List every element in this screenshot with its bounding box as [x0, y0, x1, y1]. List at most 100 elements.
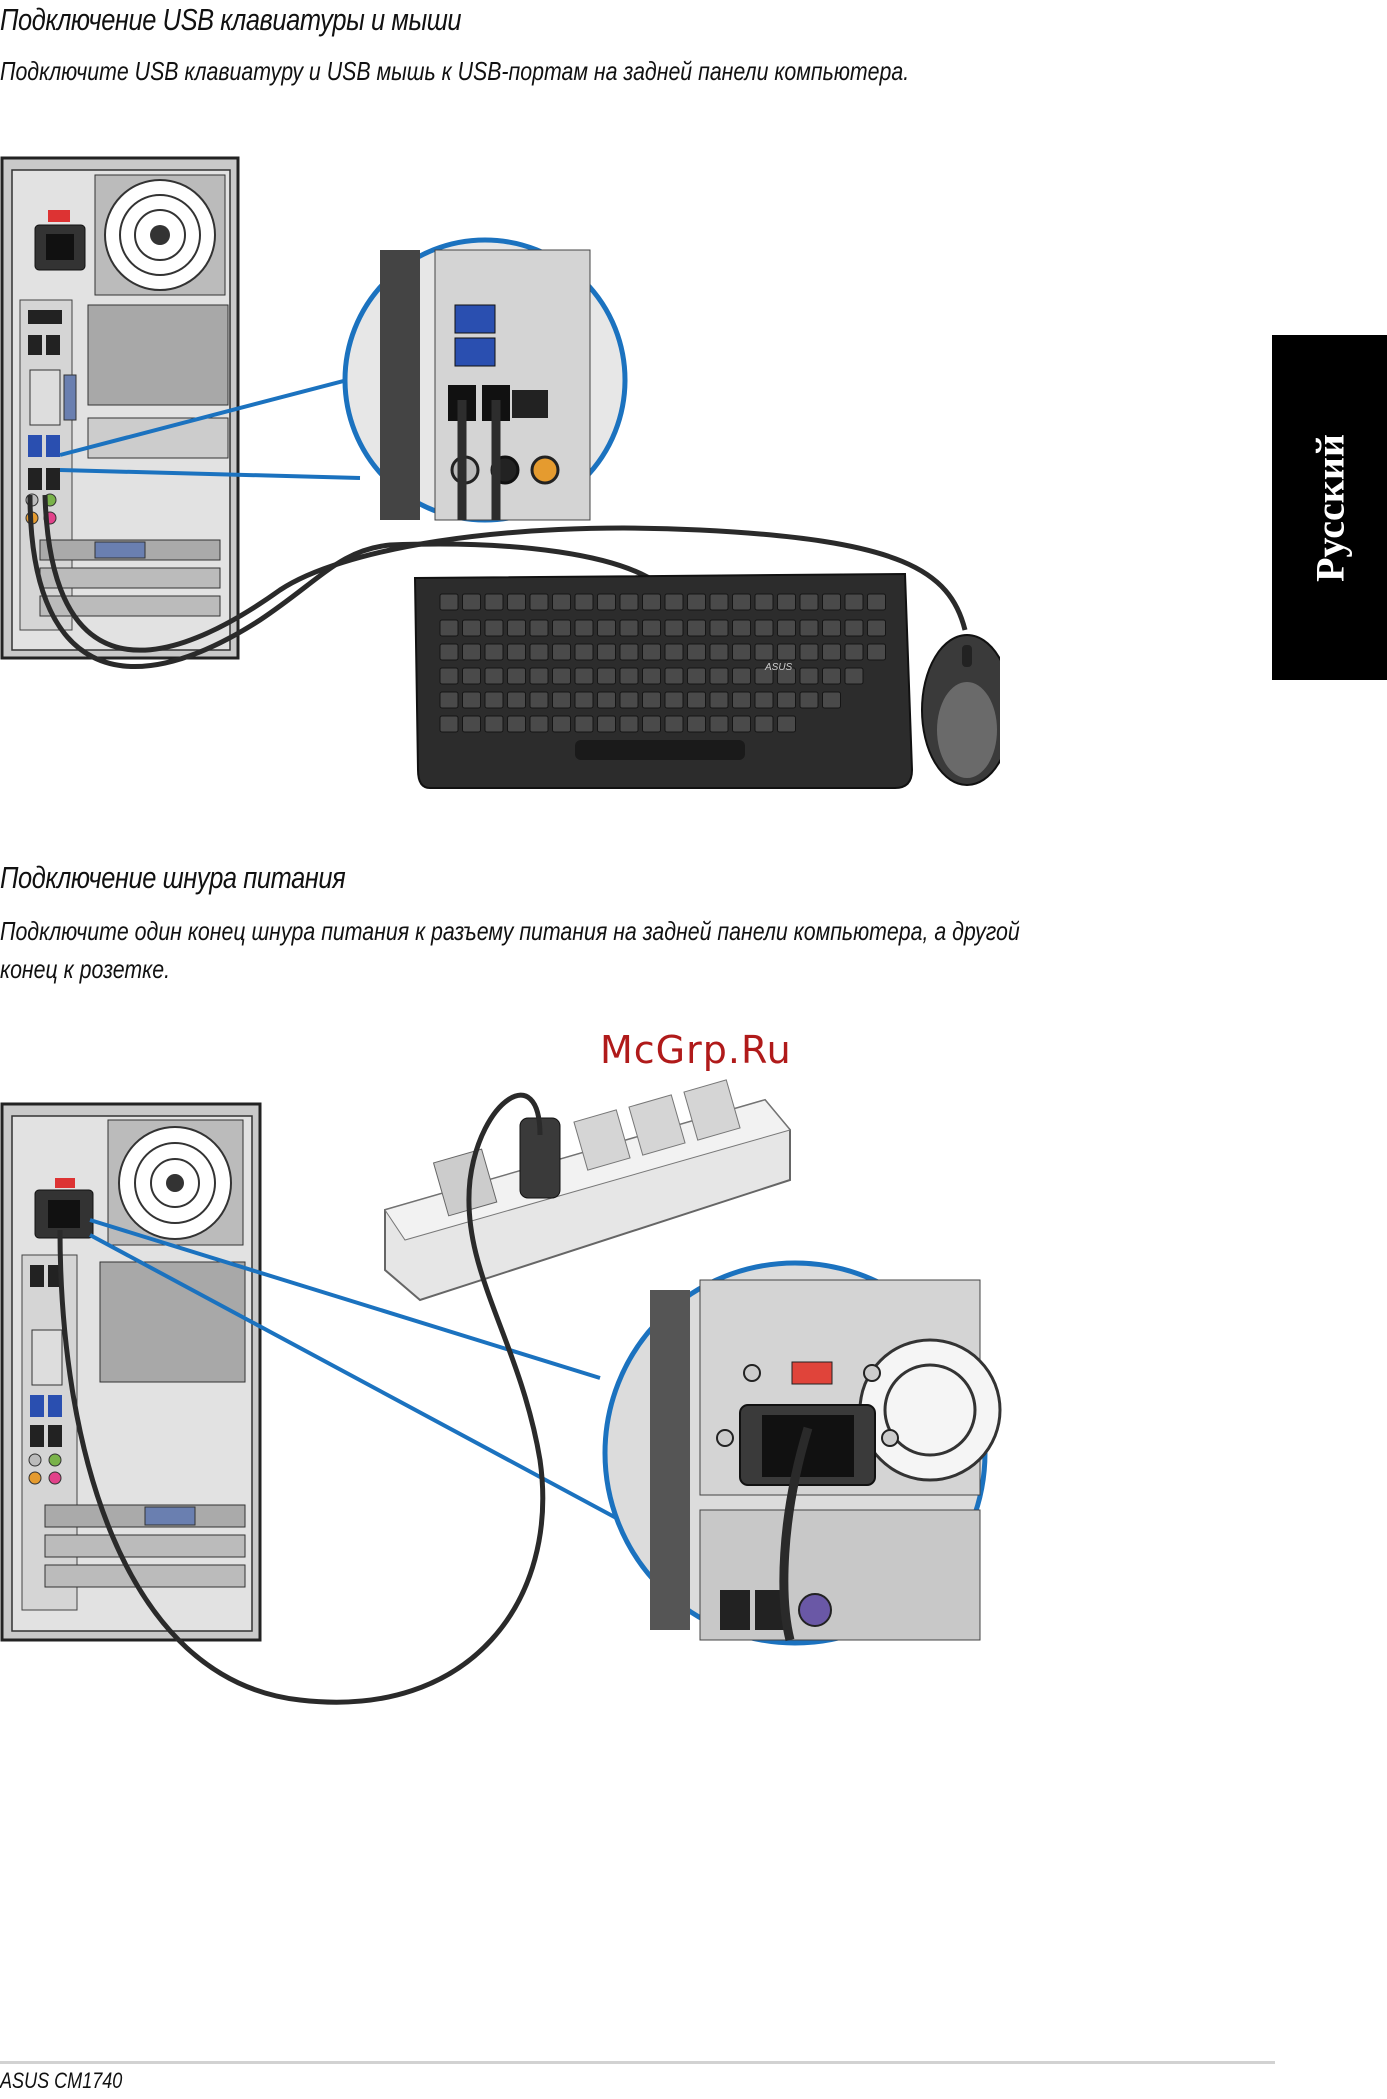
keyboard-key: [823, 692, 841, 708]
keyboard-key: [575, 668, 593, 684]
keyboard-key: [755, 692, 773, 708]
keyboard-key: [508, 594, 526, 610]
keyboard-key: [800, 644, 818, 660]
keyboard-key: [688, 594, 706, 610]
usb-port-zoom: [345, 240, 625, 520]
keyboard-key: [710, 692, 728, 708]
keyboard-key: [598, 668, 616, 684]
keyboard-key: [778, 620, 796, 636]
keyboard-key: [733, 692, 751, 708]
keyboard-key: [823, 594, 841, 610]
keyboard-key: [665, 644, 683, 660]
keyboard-key: [463, 620, 481, 636]
keyboard-key: [575, 716, 593, 732]
keyboard-key: [710, 594, 728, 610]
keyboard-key: [620, 594, 638, 610]
keyboard-key: [530, 692, 548, 708]
keyboard-key: [553, 692, 571, 708]
keyboard-key: [778, 716, 796, 732]
keyboard-key: [440, 716, 458, 732]
keyboard-key: [485, 594, 503, 610]
keyboard-key: [845, 620, 863, 636]
keyboard-key: [553, 594, 571, 610]
keyboard-key: [688, 716, 706, 732]
keyboard-key: [440, 620, 458, 636]
watermark: McGrp.Ru: [600, 1028, 792, 1072]
keyboard-key: [530, 620, 548, 636]
keyboard-key: [688, 692, 706, 708]
keyboard-key: [440, 668, 458, 684]
footer-divider: [0, 2061, 1275, 2064]
keyboard-key: [463, 668, 481, 684]
keyboard-key: [733, 716, 751, 732]
keyboard-key: [440, 594, 458, 610]
keyboard-key: [823, 620, 841, 636]
keyboard-key: [620, 716, 638, 732]
keyboard-key: [508, 620, 526, 636]
keyboard-key: [778, 692, 796, 708]
keyboard-key: [845, 644, 863, 660]
keyboard-key: [575, 594, 593, 610]
keyboard-key: [530, 594, 548, 610]
keyboard-key: [665, 594, 683, 610]
keyboard-key: [778, 644, 796, 660]
keyboard-key: [575, 692, 593, 708]
keyboard-key: [598, 644, 616, 660]
keyboard-key: [463, 692, 481, 708]
keyboard-key: [710, 644, 728, 660]
keyboard-key: [800, 692, 818, 708]
keyboard-key: [643, 692, 661, 708]
keyboard-key: [665, 668, 683, 684]
keyboard-key: [463, 644, 481, 660]
keyboard-key: [755, 594, 773, 610]
keyboard-key: [598, 620, 616, 636]
keyboard-key: [530, 716, 548, 732]
keyboard-key: [688, 668, 706, 684]
keyboard-key: [710, 668, 728, 684]
keyboard-key: [778, 594, 796, 610]
power-connection-illustration: [0, 1040, 1100, 1740]
keyboard-key: [643, 668, 661, 684]
keyboard-key: [620, 644, 638, 660]
keyboard-key: [553, 620, 571, 636]
keyboard-key: [643, 644, 661, 660]
keyboard-key: [710, 620, 728, 636]
keyboard-key: [598, 716, 616, 732]
keyboard-key: [575, 644, 593, 660]
keyboard-key: [665, 692, 683, 708]
keyboard-key: [620, 692, 638, 708]
language-tab-label: Русский: [1306, 434, 1353, 582]
keyboard-key: [643, 594, 661, 610]
keyboard-key: [553, 716, 571, 732]
keyboard-key: [575, 620, 593, 636]
keyboard-key: [688, 644, 706, 660]
keyboard-key: [463, 716, 481, 732]
keyboard-key: [530, 668, 548, 684]
keyboard-key: [710, 716, 728, 732]
keyboard: ASUS: [415, 574, 912, 788]
keyboard-key: [733, 620, 751, 636]
keyboard-key: [823, 668, 841, 684]
keyboard-key: [800, 668, 818, 684]
keyboard-key: [688, 620, 706, 636]
keyboard-key: [665, 716, 683, 732]
keyboard-key: [845, 594, 863, 610]
keyboard-key: [868, 620, 886, 636]
keyboard-brand: ASUS: [764, 662, 793, 673]
keyboard-key: [508, 644, 526, 660]
section1-text: Подключите USB клавиатуру и USB мышь к U…: [0, 52, 909, 90]
keyboard-key: [755, 620, 773, 636]
keyboard-key: [530, 644, 548, 660]
keyboard-key: [755, 644, 773, 660]
keyboard-key: [755, 716, 773, 732]
keyboard-key: [485, 716, 503, 732]
keyboard-key: [733, 594, 751, 610]
keyboard-key: [508, 668, 526, 684]
keyboard-key: [508, 692, 526, 708]
keyboard-key: [620, 620, 638, 636]
section2-text-line2: конец к розетке.: [0, 950, 170, 988]
keyboard-key: [485, 620, 503, 636]
keyboard-key: [553, 668, 571, 684]
keyboard-key: [463, 594, 481, 610]
keyboard-key: [800, 620, 818, 636]
